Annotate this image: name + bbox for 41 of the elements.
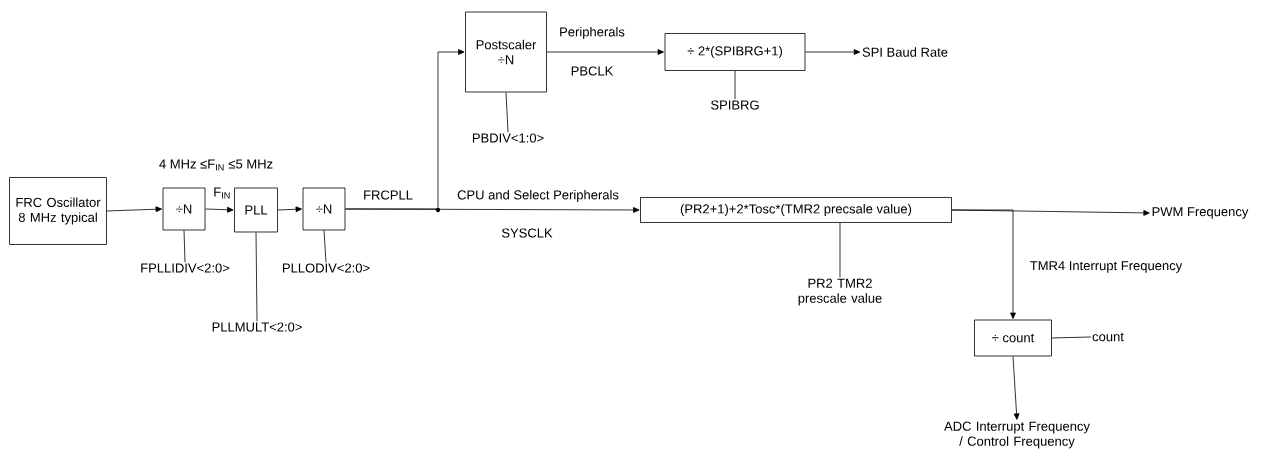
control-line — [255, 232, 258, 322]
signal-label: Peripherals — [560, 26, 625, 40]
signal-label: FRCPLL — [364, 190, 413, 200]
control-line — [839, 222, 841, 278]
control-line — [1051, 336, 1092, 339]
control-line — [183, 230, 186, 263]
signal-text: count — [1092, 332, 1124, 342]
control-line — [734, 70, 736, 100]
signal-text: SPIBRG — [711, 100, 759, 110]
signal-label: TMR4 Interrupt Frequency — [1030, 261, 1183, 273]
block-box: PLL — [234, 187, 278, 233]
signal-label: SYSCLK — [501, 228, 553, 238]
signal-text: ADC Interrupt Frequency / Control Frequency — [944, 421, 1090, 449]
arrow — [1012, 356, 1020, 420]
signal-text: FPLLIDIV<2:0> — [141, 263, 230, 273]
arrow — [951, 209, 1016, 319]
signal-label: PBCLK — [571, 66, 614, 76]
arrow — [805, 49, 861, 55]
block-box: FRC Oscillator 8 MHz typical — [9, 177, 107, 245]
control-line — [505, 92, 509, 133]
block-box: ÷N — [302, 187, 346, 231]
signal-label: CPU and Select Peripherals — [457, 189, 619, 203]
signal-text: PWM Frequency — [1152, 207, 1249, 219]
signal-text: PLLODIV<2:0> — [283, 263, 370, 273]
block-box: Postscaler ÷N — [465, 11, 547, 93]
arrow — [106, 206, 162, 213]
control-line — [323, 230, 327, 263]
arrow — [205, 206, 234, 213]
signal-label: 4 MHz ≤F$_{IN}$ ≤5 MHz — [159, 159, 273, 171]
block-box: ÷ 2*(SPIBRG+1) — [664, 33, 806, 71]
signal-text: PBDIV<1:0> — [472, 133, 544, 143]
arrow — [277, 206, 302, 213]
signal-text: SPI Baud Rate — [862, 47, 948, 57]
signal-text: PR2 TMR2 prescale value — [798, 278, 882, 306]
signal-label: F$_{IN}$ — [214, 187, 230, 199]
arrow — [546, 49, 664, 55]
block-box: ÷ count — [974, 319, 1052, 357]
block-box: ÷N — [162, 187, 206, 231]
arrow — [345, 207, 640, 213]
block-box: (PR2+1)+2*Tosc*(TMR2 precsale value) — [640, 197, 952, 223]
signal-text: PLLMULT<2:0> — [212, 322, 302, 332]
